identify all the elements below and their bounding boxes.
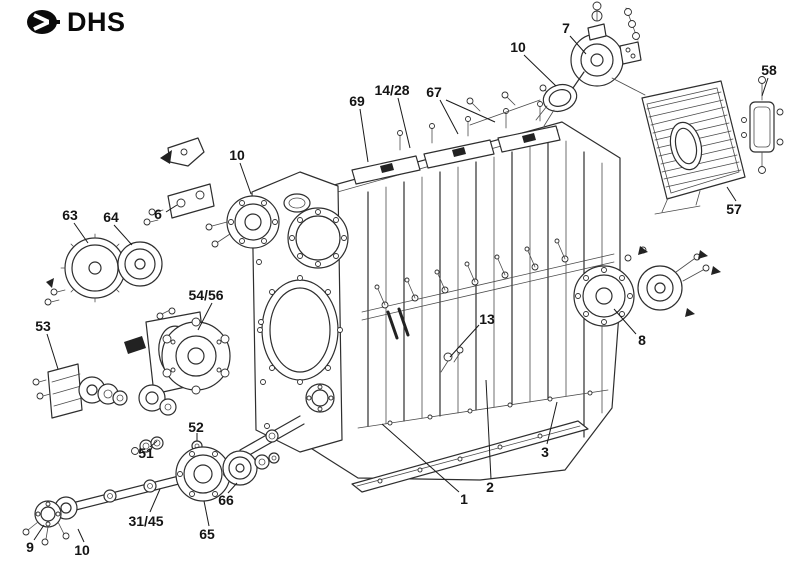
oil-cooler <box>641 76 784 215</box>
front-flange-and-brackets <box>143 137 280 249</box>
dhs-logo-text: DHS <box>67 6 126 37</box>
dhs-logo: DHS <box>26 8 126 36</box>
dhs-logo-icon <box>27 10 60 34</box>
blower-assembly <box>535 1 646 127</box>
gear-housing-54-56 <box>124 307 231 416</box>
leader-lines <box>33 35 769 543</box>
fasteners-13 <box>440 346 464 373</box>
lower-shaft-assembly <box>22 436 280 546</box>
drive-stack-53 <box>32 363 128 419</box>
covers-63-64 <box>44 233 163 306</box>
bottom-rail <box>351 420 589 493</box>
rocker-covers <box>351 84 561 185</box>
rear-flange-8 <box>573 246 721 327</box>
front-timing-plate <box>239 171 349 459</box>
